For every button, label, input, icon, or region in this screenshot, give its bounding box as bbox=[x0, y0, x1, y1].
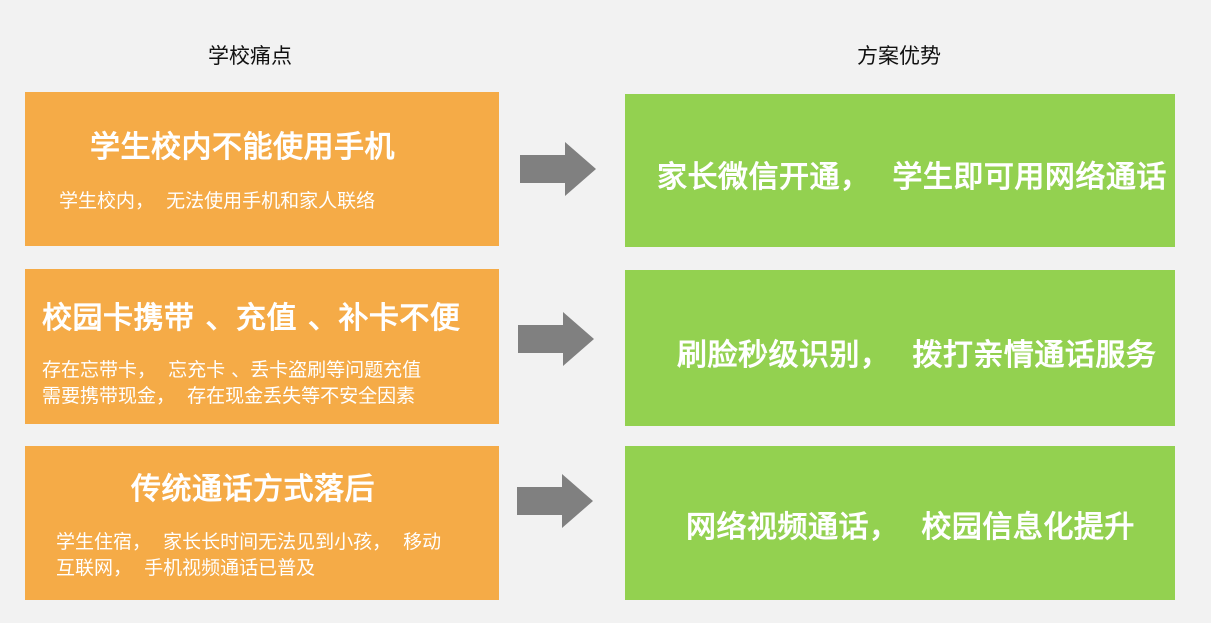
solution-text-2: 刷脸秒级识别， 拨打亲情通话服务 bbox=[677, 338, 1157, 373]
solution-box-1: 家长微信开通， 学生即可用网络通话 bbox=[625, 94, 1175, 247]
pain-title-2: 校园卡携带 、充值 、补卡不便 bbox=[42, 301, 461, 336]
arrow-right-icon bbox=[518, 312, 594, 366]
pain-box-1: 学生校内不能使用手机 学生校内， 无法使用手机和家人联络 bbox=[25, 92, 499, 246]
pain-box-2: 校园卡携带 、充值 、补卡不便 存在忘带卡， 忘充卡 、丢卡盗刷等问题充值 需要… bbox=[25, 269, 499, 424]
pain-box-3: 传统通话方式落后 学生住宿， 家长长时间无法见到小孩， 移动 互联网， 手机视频… bbox=[25, 446, 499, 600]
pain-title-1: 学生校内不能使用手机 bbox=[90, 130, 395, 165]
pain-title-3: 传统通话方式落后 bbox=[131, 472, 375, 507]
pain-desc-1: 学生校内， 无法使用手机和家人联络 bbox=[59, 190, 376, 212]
arrow-right-icon bbox=[517, 474, 593, 528]
solution-box-3: 网络视频通话， 校园信息化提升 bbox=[625, 446, 1175, 600]
solution-text-3: 网络视频通话， 校园信息化提升 bbox=[686, 510, 1135, 545]
pain-desc-2: 存在忘带卡， 忘充卡 、丢卡盗刷等问题充值 需要携带现金， 存在现金丢失等不安全… bbox=[42, 359, 422, 407]
solution-box-2: 刷脸秒级识别， 拨打亲情通话服务 bbox=[625, 270, 1175, 426]
header-pain-points: 学校痛点 bbox=[208, 44, 292, 68]
pain-desc-3: 学生住宿， 家长长时间无法见到小孩， 移动 互联网， 手机视频通话已普及 bbox=[56, 531, 442, 579]
arrow-right-icon bbox=[520, 142, 596, 196]
solution-text-1: 家长微信开通， 学生即可用网络通话 bbox=[657, 160, 1167, 195]
header-solution-advantages: 方案优势 bbox=[857, 44, 941, 68]
